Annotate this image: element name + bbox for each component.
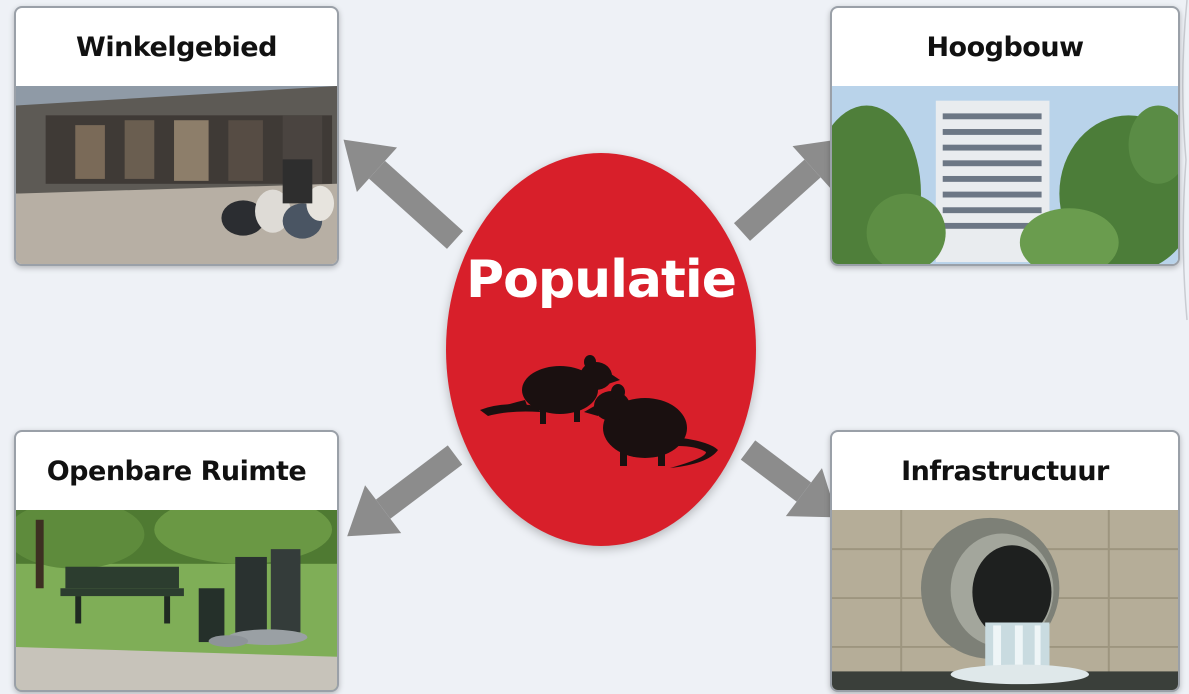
arrow-to-winkelgebied <box>343 139 464 249</box>
rat-icon <box>584 384 718 468</box>
card-title: Winkelgebied <box>76 31 277 63</box>
card-title: Openbare Ruimte <box>46 455 307 487</box>
card-hoogbouw: Hoogbouw <box>830 6 1180 266</box>
card-title: Infrastructuur <box>901 455 1109 487</box>
population-circle <box>446 153 756 546</box>
shopping-street-photo <box>16 86 337 264</box>
rats-illustration <box>480 355 718 468</box>
sewer-pipe-photo <box>832 510 1178 690</box>
card-winkelgebied: Winkelgebied <box>14 6 339 266</box>
card-title: Hoogbouw <box>926 31 1084 63</box>
public-space-photo <box>16 510 337 690</box>
card-infrastructuur: Infrastructuur <box>830 430 1180 692</box>
population-label: Populatie <box>466 250 737 310</box>
edge-decoration <box>1181 0 1188 321</box>
rat-icon <box>480 355 620 424</box>
high-rise-photo <box>832 86 1178 264</box>
arrow-to-openbare-ruimte <box>347 445 463 537</box>
card-openbare-ruimte: Openbare Ruimte <box>14 430 339 692</box>
